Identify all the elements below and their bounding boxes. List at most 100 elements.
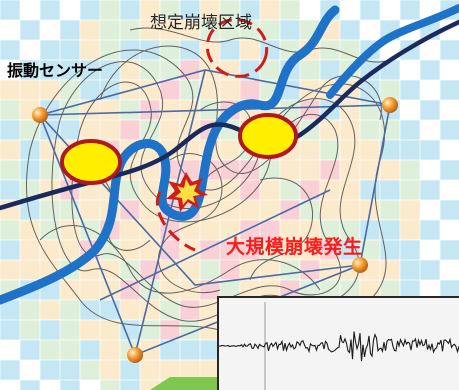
grid-cell <box>279 259 301 281</box>
grid-cell <box>139 339 161 361</box>
grid-cell <box>39 339 61 361</box>
collapse-burst-icon <box>166 172 208 212</box>
grid-cell <box>79 359 101 381</box>
grid-cell <box>399 139 421 161</box>
grid-cell <box>39 79 61 101</box>
grid-cell <box>99 359 121 381</box>
grid-cell <box>119 299 141 321</box>
grid-cell <box>39 0 61 21</box>
grid-cell <box>159 119 181 141</box>
sensor-icon <box>127 347 143 363</box>
grid-cell <box>339 39 361 61</box>
hazard-ellipse-left <box>60 139 122 185</box>
grid-cell <box>79 79 101 101</box>
grid-cell <box>0 139 21 161</box>
grid-cell <box>119 199 141 221</box>
grid-cell <box>199 259 221 281</box>
grid-cell <box>139 99 161 121</box>
grid-cell <box>59 279 81 301</box>
grid-cell <box>419 59 441 81</box>
grid-cell <box>419 259 441 281</box>
grid-cell <box>439 119 459 141</box>
grid-cell <box>259 199 281 221</box>
grid-cell <box>139 39 161 61</box>
grid-cell <box>19 379 41 390</box>
grid-cell <box>39 299 61 321</box>
grid-cell <box>59 299 81 321</box>
grid-cell <box>399 239 421 261</box>
grid-cell <box>359 219 381 241</box>
grid-cell <box>239 39 261 61</box>
grid-cell <box>19 159 41 181</box>
grid-cell <box>219 79 241 101</box>
grid-cell <box>19 19 41 41</box>
grid-cell <box>119 379 141 390</box>
grid-cell <box>159 279 181 301</box>
grid-cell <box>219 39 241 61</box>
assumed-collapse-area-label: 想定崩壊区域 <box>150 13 252 33</box>
grid-cell <box>399 0 421 21</box>
grid-cell <box>99 19 121 41</box>
grid-cell <box>19 119 41 141</box>
grid-cell <box>259 0 281 21</box>
grid-cell <box>319 199 341 221</box>
grid-cell <box>419 99 441 121</box>
grid-cell <box>39 319 61 341</box>
grid-cell <box>79 0 101 21</box>
grid-cell <box>399 79 421 101</box>
grid-cell <box>179 339 201 361</box>
grid-cell <box>139 59 161 81</box>
grid-cell <box>119 219 141 241</box>
grid-cell <box>139 299 161 321</box>
assumed-collapse-area <box>155 191 196 252</box>
grid-cell <box>19 319 41 341</box>
grid-cell <box>299 139 321 161</box>
grid-cell <box>439 79 459 101</box>
grid-cell <box>119 59 141 81</box>
grid-cell <box>179 39 201 61</box>
grid-cell <box>339 139 361 161</box>
waveform-plot <box>219 302 459 390</box>
grid-cell <box>0 179 21 201</box>
grid-cell <box>379 239 401 261</box>
hazard-ellipse-right <box>238 113 298 159</box>
grid-cell <box>79 119 101 141</box>
grid-cell <box>359 139 381 161</box>
grid-cell <box>379 119 401 141</box>
sensor-icon <box>382 97 398 113</box>
grid-cell <box>99 379 121 390</box>
grid-cell <box>19 79 41 101</box>
grid-cell <box>399 199 421 221</box>
grid-cell <box>119 179 141 201</box>
grid-cell <box>99 259 121 281</box>
grid-cell <box>419 179 441 201</box>
grid-cell <box>279 179 301 201</box>
grid-cell <box>59 79 81 101</box>
grid-cell <box>379 179 401 201</box>
grid-cell <box>119 0 141 21</box>
grid-cell <box>379 259 401 281</box>
grid-cell <box>259 179 281 201</box>
grid-cell <box>399 119 421 141</box>
grid-cell <box>419 139 441 161</box>
grid-cell <box>359 0 381 21</box>
grid-cell <box>279 159 301 181</box>
grid-cell <box>0 239 21 261</box>
grid-cell <box>19 239 41 261</box>
grid-cell <box>119 99 141 121</box>
grid-cell <box>379 199 401 221</box>
vibration-sensor-label: 振動センサー <box>7 61 104 80</box>
grid-cell <box>259 39 281 61</box>
grid-cell <box>0 99 21 121</box>
grid-cell <box>179 159 201 181</box>
grid-cell <box>439 199 459 221</box>
grid-cell <box>379 219 401 241</box>
sensor-icon <box>32 107 48 123</box>
grid-cell <box>139 379 161 390</box>
grid-cell <box>419 219 441 241</box>
grid-cell <box>99 0 121 21</box>
grid-cell <box>79 19 101 41</box>
grid-cell <box>19 299 41 321</box>
grid-cell <box>59 319 81 341</box>
